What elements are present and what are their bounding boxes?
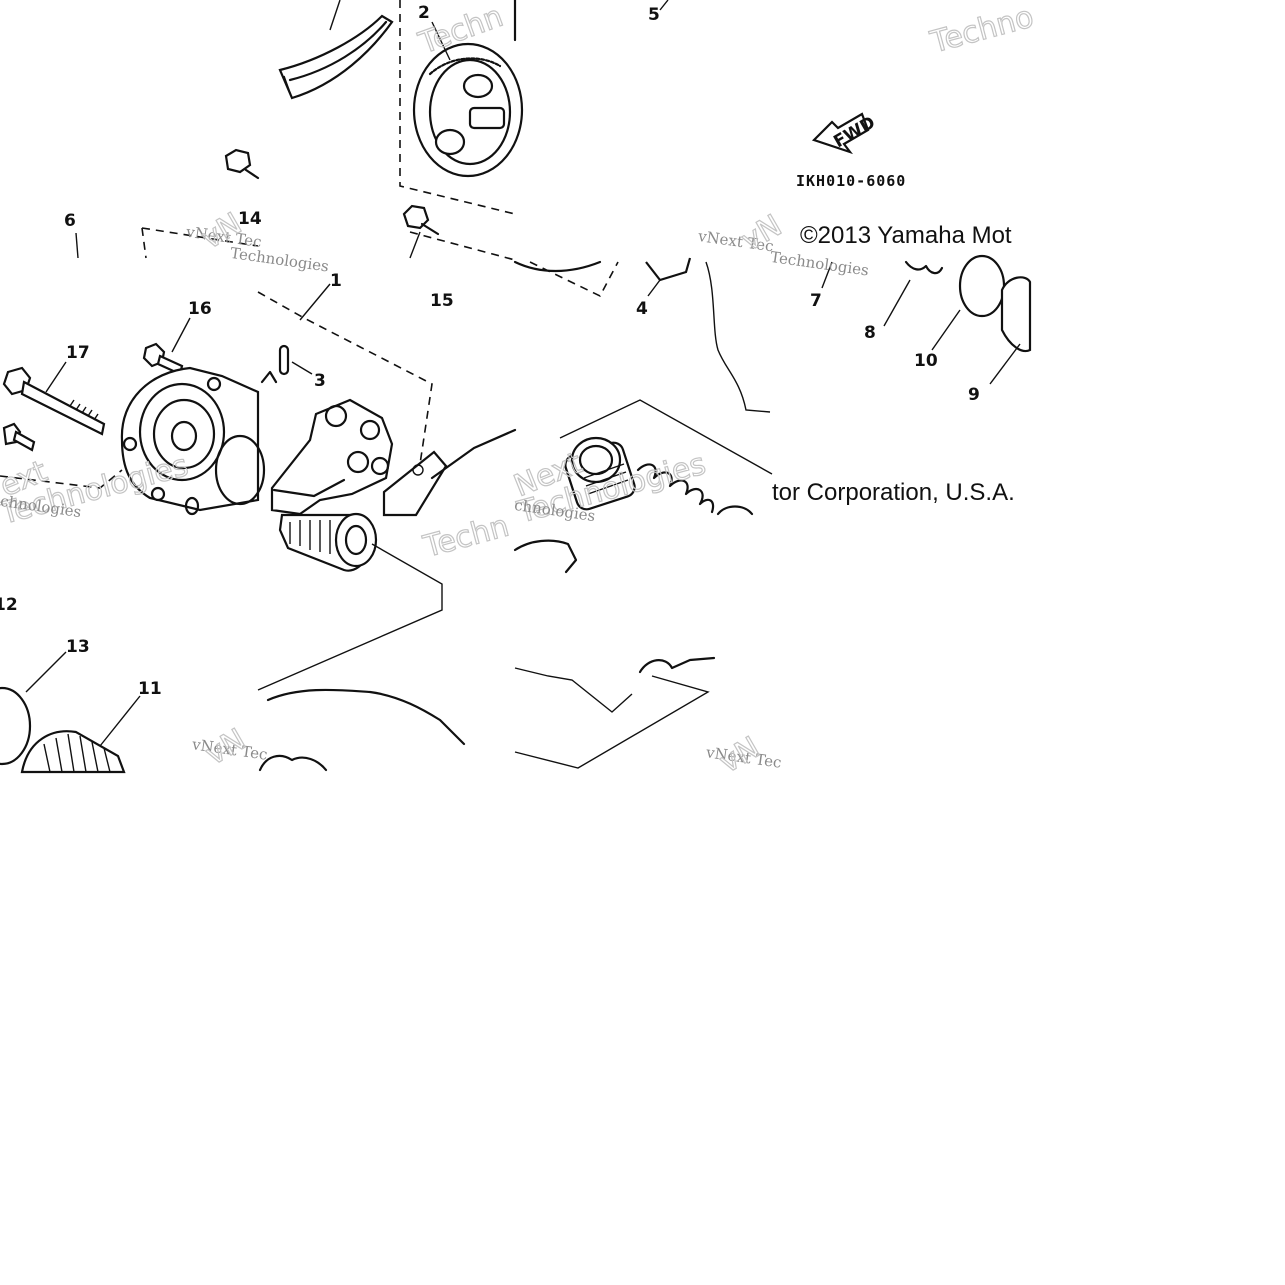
tile-top-right bbox=[513, 0, 669, 42]
callout-6: 6 bbox=[64, 211, 76, 231]
tile-mid-right bbox=[513, 257, 773, 516]
watermark-technologies-1: Technologies bbox=[229, 244, 330, 276]
callout-4: 4 bbox=[636, 299, 648, 319]
pump-cover bbox=[120, 366, 260, 512]
tile-bottom-left bbox=[0, 651, 141, 774]
callout-10: 10 bbox=[914, 351, 938, 371]
callout-12: 12 bbox=[0, 595, 18, 615]
watermark-techno: Techno bbox=[926, 0, 1037, 61]
callout-16: 16 bbox=[188, 299, 212, 319]
tile-top-left bbox=[75, 148, 260, 259]
copyright-line-2: tor Corporation, U.S.A. bbox=[772, 479, 1015, 506]
callout-7: 7 bbox=[810, 291, 822, 311]
screw-15 bbox=[402, 204, 440, 259]
drawing-code: IKH010-6060 bbox=[796, 172, 906, 190]
bolt-14 bbox=[224, 148, 260, 180]
tile-bottom-right bbox=[513, 539, 716, 769]
callout-15: 15 bbox=[430, 291, 454, 311]
oil-pump-drive-gear bbox=[412, 21, 524, 178]
watermark-techn-2: Techn bbox=[419, 509, 512, 565]
callout-9: 9 bbox=[968, 385, 980, 405]
half-moon-cover bbox=[278, 0, 394, 100]
strainer-screen bbox=[559, 399, 773, 511]
fwd-arrow-icon: FWD bbox=[811, 112, 879, 155]
callout-8: 8 bbox=[864, 323, 876, 343]
tile-top-middle bbox=[278, 0, 524, 261]
watermark-vn-4: vN bbox=[714, 730, 766, 780]
oil-pump-body bbox=[270, 398, 394, 516]
callout-1: 1 bbox=[330, 271, 342, 291]
bolt-short bbox=[2, 422, 36, 452]
callout-2: 2 bbox=[418, 3, 430, 23]
bolt-17 bbox=[2, 361, 106, 436]
callout-13: 13 bbox=[66, 637, 90, 657]
callout-3: 3 bbox=[314, 371, 326, 391]
copyright-line-1: ©2013 Yamaha Mot bbox=[800, 222, 1012, 249]
callout-labels: 2 5 6 14 15 4 7 8 10 9 1 16 17 3 12 13 1… bbox=[0, 3, 980, 699]
callout-5: 5 bbox=[648, 5, 660, 25]
oil-filter-element bbox=[20, 695, 141, 774]
tile-mid-middle bbox=[257, 283, 517, 517]
oil-strainer bbox=[257, 512, 443, 691]
watermark-technologies-2: Technologies bbox=[769, 248, 870, 280]
tile-mid-left bbox=[0, 317, 266, 516]
callout-14: 14 bbox=[238, 209, 262, 229]
tile-top-far-right: FWD bbox=[811, 112, 879, 155]
tile-mid-far-right bbox=[821, 254, 1032, 385]
part-4-bracket bbox=[645, 257, 692, 297]
watermark-vn-3: vN bbox=[200, 722, 252, 772]
relief-spring bbox=[636, 463, 715, 514]
bolt-16 bbox=[142, 317, 191, 376]
dowel-pin-3 bbox=[278, 344, 313, 376]
callout-17: 17 bbox=[66, 343, 90, 363]
tile-bottom-middle bbox=[257, 512, 466, 772]
callout-11: 11 bbox=[138, 679, 162, 699]
